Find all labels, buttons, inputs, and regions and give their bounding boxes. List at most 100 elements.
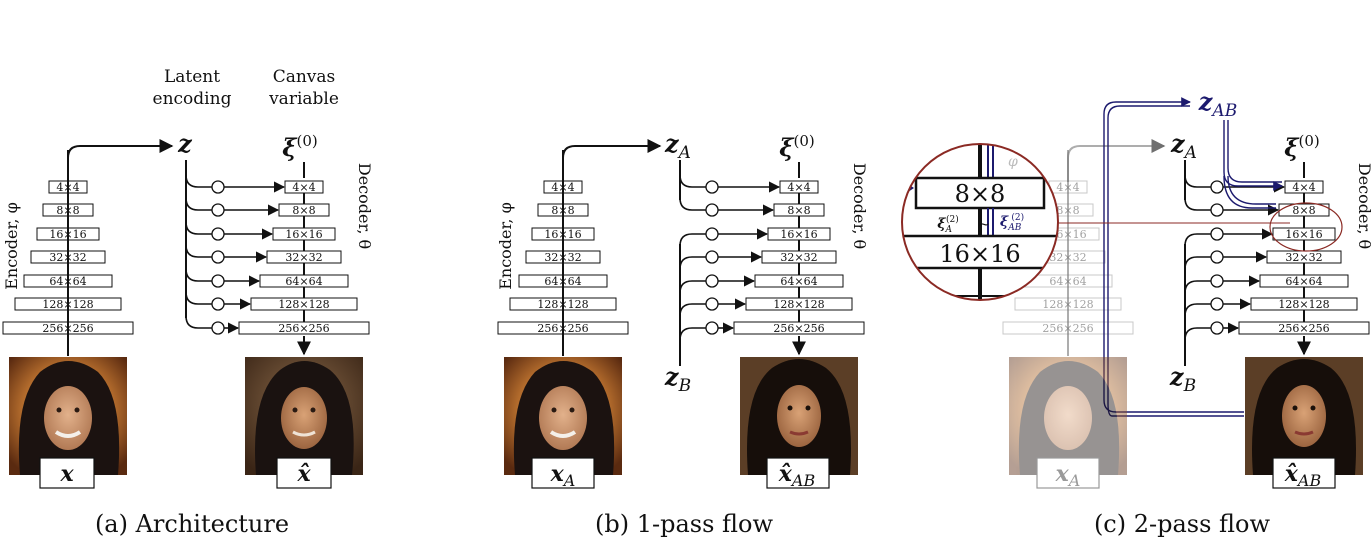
- caption-b: (b) 1-pass flow: [595, 510, 773, 538]
- mapping-node: [705, 203, 719, 217]
- mapping-node: [1210, 180, 1224, 194]
- z-label: z: [177, 129, 193, 158]
- output-face-image-a: [245, 357, 363, 475]
- mapping-node: [211, 321, 225, 335]
- decoder-c-block-label: 64×64: [1285, 275, 1322, 288]
- zA-label: zA: [664, 129, 691, 163]
- decoder-c-block-label: 8×8: [1292, 204, 1315, 217]
- xi0-label-b: ξ(0): [779, 132, 814, 162]
- decoder-block-label: 128×128: [278, 298, 329, 311]
- mapping-node: [211, 297, 225, 311]
- decoder-c-block-label: 128×128: [1278, 298, 1329, 311]
- mapping-node: [1210, 250, 1224, 264]
- zB-label-c: zB: [1169, 362, 1196, 396]
- caption-a: (a) Architecture: [95, 510, 289, 538]
- x-label: x: [59, 461, 74, 487]
- xAB-label-c: x̂AB: [1284, 461, 1322, 490]
- mapping-node: [705, 250, 719, 264]
- latent-branch: [185, 244, 212, 258]
- encode-arrow: [67, 139, 174, 182]
- decoder-side-label: Decoder, θ: [355, 163, 374, 249]
- xi0-label: ξ(0): [282, 132, 317, 162]
- zoom-phi-ghost: φ: [1008, 154, 1018, 170]
- decoder-c-block-label: 16×16: [1285, 228, 1322, 241]
- encode-arrow-b: [562, 139, 662, 182]
- zoom-target-ellipse: [1269, 202, 1343, 252]
- xAB-label: x̂AB: [778, 461, 816, 490]
- latent-branch: [1184, 280, 1211, 294]
- latent-branch: [679, 303, 706, 317]
- canvas-header-line1: Canvas: [273, 67, 336, 87]
- latent-header-line2: encoding: [153, 89, 232, 109]
- mapping-node: [1210, 227, 1224, 241]
- xA-label: xA: [550, 461, 576, 490]
- mapping-node: [1210, 274, 1224, 288]
- decoder-b-block-label: 128×128: [773, 298, 824, 311]
- mapping-node: [211, 227, 225, 241]
- xAB-label-box-c: [1272, 457, 1336, 489]
- latent-branch: [679, 174, 706, 188]
- input-face-image-b: [504, 357, 622, 475]
- input-face-image-a: [9, 357, 127, 475]
- decoder-c-block-label: 32×32: [1285, 251, 1322, 264]
- mapping-node: [1210, 203, 1224, 217]
- input-face-image-c-ghost: [1009, 357, 1127, 475]
- xA-label-box: [531, 457, 595, 489]
- latent-branch: [1184, 174, 1211, 188]
- x-label-box: [39, 457, 95, 489]
- decoder-side-label-c: Decoder, θ: [1355, 163, 1371, 249]
- x-hat-label: x̂: [296, 461, 311, 487]
- mapping-node: [705, 274, 719, 288]
- encoder-side-label: Encoder, φ: [2, 202, 21, 290]
- decoder-b-block-label: 16×16: [780, 228, 817, 241]
- mapping-node: [211, 203, 225, 217]
- mapping-node: [705, 227, 719, 241]
- latent-branch: [185, 291, 212, 305]
- latent-fan-c: [1184, 160, 1286, 366]
- mapping-node: [211, 250, 225, 264]
- zA-label-c: zA: [1170, 129, 1197, 163]
- latent-header-line1: Latent: [164, 67, 220, 87]
- output-face-image-b: [740, 357, 858, 475]
- encoder-side-label-b: Encoder, φ: [496, 202, 515, 290]
- zoom-box-8x8-label: 8×8: [955, 180, 1006, 208]
- latent-branch: [679, 280, 706, 294]
- encode-arrow-c-ghost: [1067, 139, 1166, 182]
- x-hat-label-box: [276, 457, 332, 489]
- decoder-block-label: 256×256: [278, 322, 329, 335]
- zAB-label: zAB: [1198, 87, 1237, 121]
- mapping-node: [705, 321, 719, 335]
- zoom-box-16x16-label: 16×16: [939, 240, 1020, 268]
- latent-branch: [1184, 327, 1211, 341]
- decoder-block-label: 64×64: [285, 275, 322, 288]
- latent-branch: [1184, 303, 1211, 317]
- xi0-label-c: ξ(0): [1284, 132, 1319, 162]
- output-face-image-c: [1245, 357, 1363, 475]
- zoom-tilde: ~: [978, 217, 990, 233]
- latent-branch: [1184, 233, 1211, 247]
- canvas-header-line2: variable: [268, 89, 339, 109]
- decoder-b-block-label: 64×64: [780, 275, 817, 288]
- xA-label-c: xA: [1055, 461, 1081, 490]
- latent-branch: [185, 174, 212, 188]
- zB-label: zB: [664, 362, 691, 396]
- decoder-block-label: 32×32: [285, 251, 322, 264]
- latent-branch: [1184, 256, 1211, 270]
- mapping-node: [1210, 297, 1224, 311]
- latent-branch: [185, 268, 212, 282]
- decoder-b-block-label: 8×8: [787, 204, 810, 217]
- mapping-node: [211, 180, 225, 194]
- decoder-c-block-label: 256×256: [1278, 322, 1329, 335]
- xAB-label-box: [766, 457, 830, 489]
- latent-branch: [679, 256, 706, 270]
- decoder-block-label: 8×8: [292, 204, 315, 217]
- latent-branch: [185, 315, 212, 329]
- zoom-xiA: ξA(2): [937, 214, 959, 235]
